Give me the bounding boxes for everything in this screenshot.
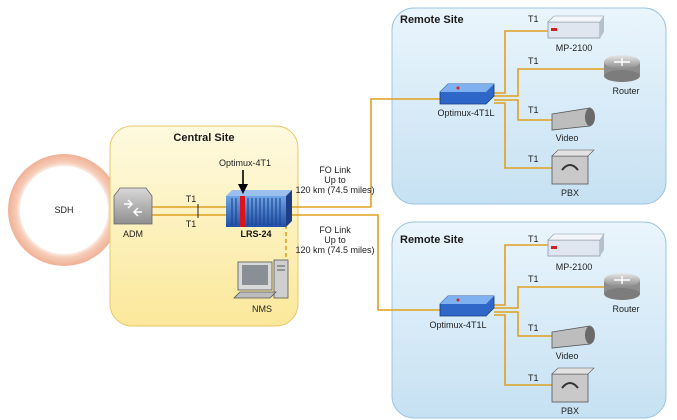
router-bottom-label: Router bbox=[612, 304, 639, 314]
router-bottom-icon: Router bbox=[604, 273, 640, 314]
fo-link-bottom-label: FO Link Up to 120 km (74.5 miles) bbox=[295, 225, 374, 255]
svg-text:FO Link: FO Link bbox=[319, 225, 351, 235]
svg-text:120 km (74.5 miles): 120 km (74.5 miles) bbox=[295, 245, 374, 255]
optimux-4t1l-top-icon: Optimux-4T1L bbox=[437, 83, 495, 118]
remote-site-bottom: Remote Site bbox=[391, 221, 667, 419]
mp-2100-bottom-label: MP-2100 bbox=[556, 262, 593, 272]
pbx-top-icon: PBX bbox=[551, 149, 595, 198]
remote-bottom-t1-4: T1 bbox=[528, 373, 539, 383]
remote-top-t1-4: T1 bbox=[528, 154, 539, 164]
svg-text:120 km (74.5 miles): 120 km (74.5 miles) bbox=[295, 185, 374, 195]
optimux-4t1l-bottom-label: Optimux-4T1L bbox=[429, 320, 486, 330]
adm-icon: ADM bbox=[113, 187, 153, 239]
remote-site-top-title: Remote Site bbox=[400, 14, 464, 26]
remote-site-bottom-title: Remote Site bbox=[400, 234, 464, 246]
svg-text:Up to: Up to bbox=[324, 175, 346, 185]
optimux-4t1l-bottom-icon: Optimux-4T1L bbox=[429, 295, 495, 330]
mp-2100-top-label: MP-2100 bbox=[556, 43, 593, 53]
router-top-label: Router bbox=[612, 86, 639, 96]
svg-text:Up to: Up to bbox=[324, 235, 346, 245]
video-top-label: Video bbox=[556, 133, 579, 143]
video-bottom-icon: Video bbox=[551, 325, 595, 361]
svg-text:FO Link: FO Link bbox=[319, 165, 351, 175]
remote-bottom-t1-3: T1 bbox=[528, 323, 539, 333]
pbx-top-label: PBX bbox=[561, 188, 579, 198]
nms-label: NMS bbox=[252, 304, 272, 314]
optimux-4t1-label: Optimux-4T1 bbox=[219, 158, 271, 168]
sdh-ring: SDH bbox=[8, 154, 120, 266]
mp-2100-top-icon: MP-2100 bbox=[547, 15, 605, 53]
pbx-bottom-label: PBX bbox=[561, 406, 579, 416]
nms-icon: NMS bbox=[233, 259, 289, 314]
optimux-4t1-pointer: Optimux-4T1 bbox=[219, 158, 271, 194]
t1-label-top: T1 bbox=[186, 194, 197, 204]
remote-site-top: Remote Site bbox=[391, 7, 667, 205]
t1-label-bottom: T1 bbox=[186, 219, 197, 229]
remote-bottom-links bbox=[494, 244, 604, 386]
central-site-title: Central Site bbox=[173, 132, 234, 144]
remote-top-links bbox=[494, 30, 604, 169]
remote-top-t1-1: T1 bbox=[528, 14, 539, 24]
router-top-icon: Router bbox=[604, 55, 640, 96]
remote-top-t1-2: T1 bbox=[528, 56, 539, 66]
sdh-label: SDH bbox=[54, 205, 73, 215]
video-bottom-label: Video bbox=[556, 351, 579, 361]
lrs-24-icon: LRS-24 bbox=[226, 190, 292, 239]
remote-bottom-t1-1: T1 bbox=[528, 234, 539, 244]
mp-2100-bottom-icon: MP-2100 bbox=[547, 233, 605, 272]
video-top-icon: Video bbox=[551, 107, 595, 143]
fo-link-top-label: FO Link Up to 120 km (74.5 miles) bbox=[295, 165, 374, 195]
remote-bottom-t1-2: T1 bbox=[528, 274, 539, 284]
pbx-bottom-icon: PBX bbox=[551, 367, 595, 416]
adm-label: ADM bbox=[123, 229, 143, 239]
optimux-4t1l-top-label: Optimux-4T1L bbox=[437, 108, 494, 118]
lrs-24-label: LRS-24 bbox=[240, 229, 271, 239]
remote-top-t1-3: T1 bbox=[528, 105, 539, 115]
